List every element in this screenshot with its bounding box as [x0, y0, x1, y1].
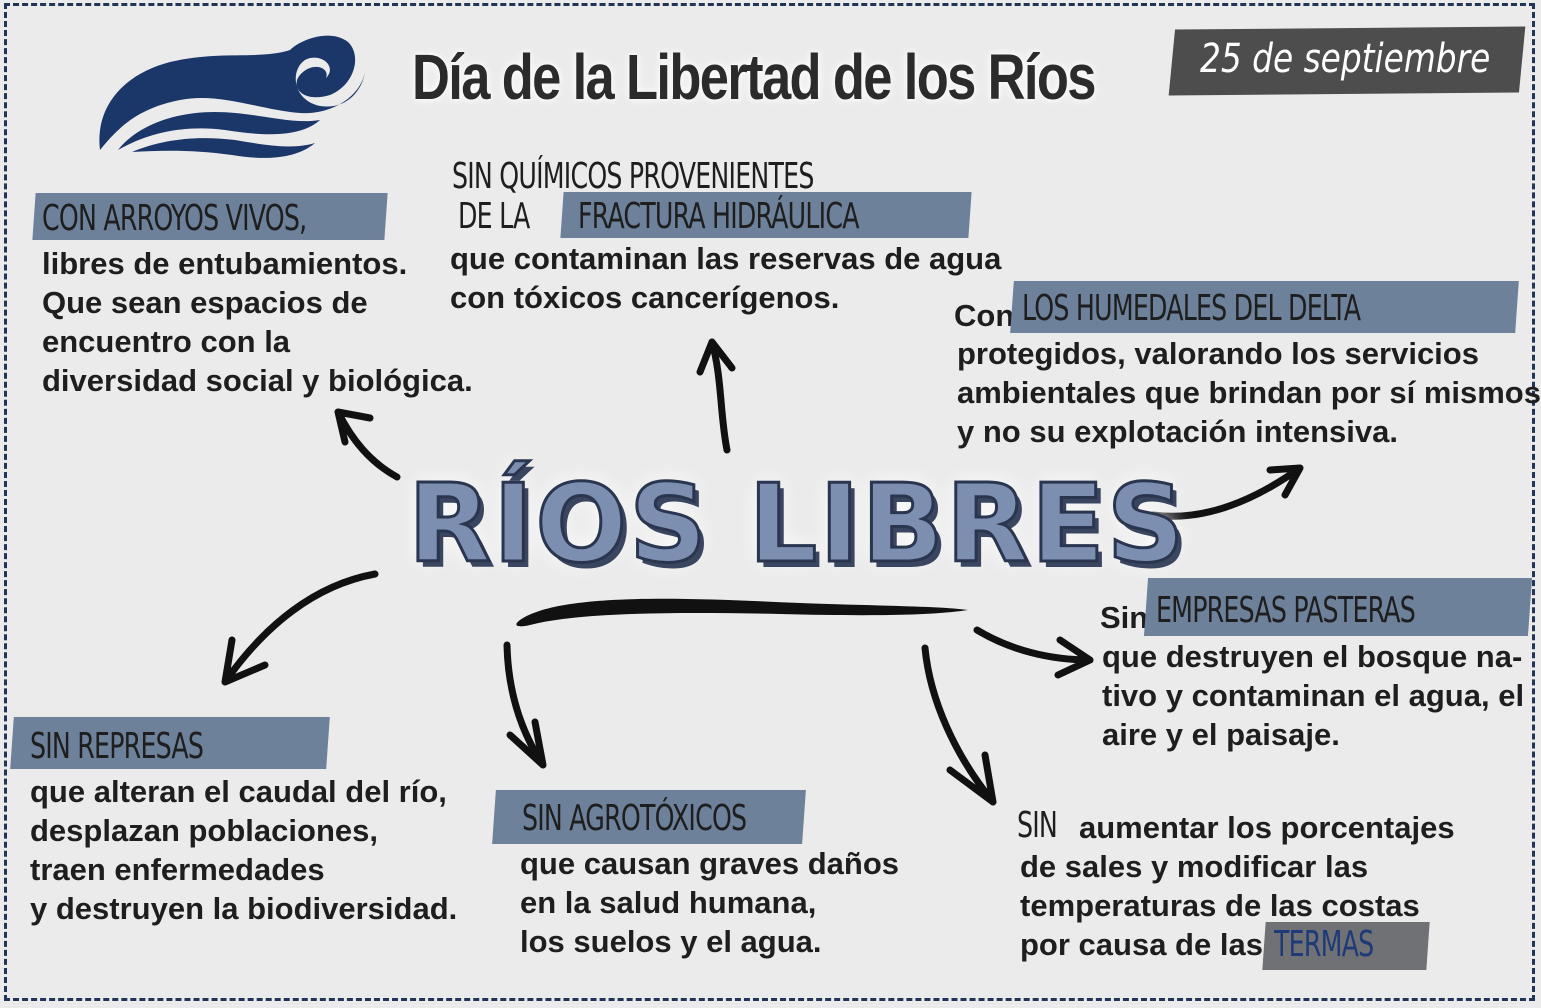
- prefix-humedales: Con: [954, 298, 1015, 333]
- arrow-agrotoxicos: [503, 641, 547, 769]
- arrow-termas: [921, 644, 997, 806]
- central-title: RÍOS LIBRES: [407, 461, 1187, 589]
- heading-humedales: LOS HUMEDALES DEL DELTA: [1022, 288, 1361, 329]
- dashed-border: [4, 3, 1535, 1001]
- arrow-represas: [221, 570, 379, 686]
- prefix-termas: SIN: [1017, 805, 1058, 846]
- text-represas: que alteran el caudal del río, desplazan…: [30, 774, 458, 926]
- heading-represas: SIN REPRESAS: [30, 726, 204, 767]
- date-label: 25 de septiembre: [1200, 36, 1491, 82]
- brush-stroke: [516, 598, 968, 627]
- arrow-pasteras: [973, 626, 1094, 679]
- heading-quimicos-highlight: FRACTURA HIDRÁULICA: [578, 196, 859, 237]
- heading-quimicos-prefix: DE LA: [458, 196, 530, 237]
- text-agrotoxicos: que causan graves daños en la salud huma…: [520, 846, 900, 959]
- heading-termas: TERMAS: [1274, 924, 1374, 965]
- text-humedales: protegidos, valorando los servicios ambi…: [957, 336, 1541, 449]
- page-title: Día de la Libertad de los Ríos: [412, 41, 1096, 113]
- text-quimicos: que contaminan las reservas de agua con …: [450, 241, 1002, 315]
- text-termas: de sales y modificar las temperaturas de…: [1020, 849, 1420, 923]
- heading-agrotoxicos: SIN AGROTÓXICOS: [522, 798, 747, 839]
- text-arroyos: libres de entubamientos. Que sean espaci…: [42, 246, 473, 398]
- arrow-arroyos: [334, 408, 401, 481]
- text-termas-line-1: aumentar los porcentajes: [1079, 810, 1455, 845]
- heading-pasteras: EMPRESAS PASTERAS: [1156, 590, 1416, 631]
- heading-arroyos: CON ARROYOS VIVOS,: [42, 198, 307, 239]
- arrow-humedales: [1149, 464, 1304, 520]
- arrow-quimicos: [696, 338, 736, 454]
- prefix-pasteras: Sin: [1100, 600, 1149, 635]
- text-termas-last: por causa de las: [1020, 927, 1263, 962]
- text-pasteras: que destruyen el bosque na- tivo y conta…: [1102, 639, 1525, 752]
- heading-quimicos-1: SIN QUÍMICOS PROVENIENTES: [452, 156, 814, 197]
